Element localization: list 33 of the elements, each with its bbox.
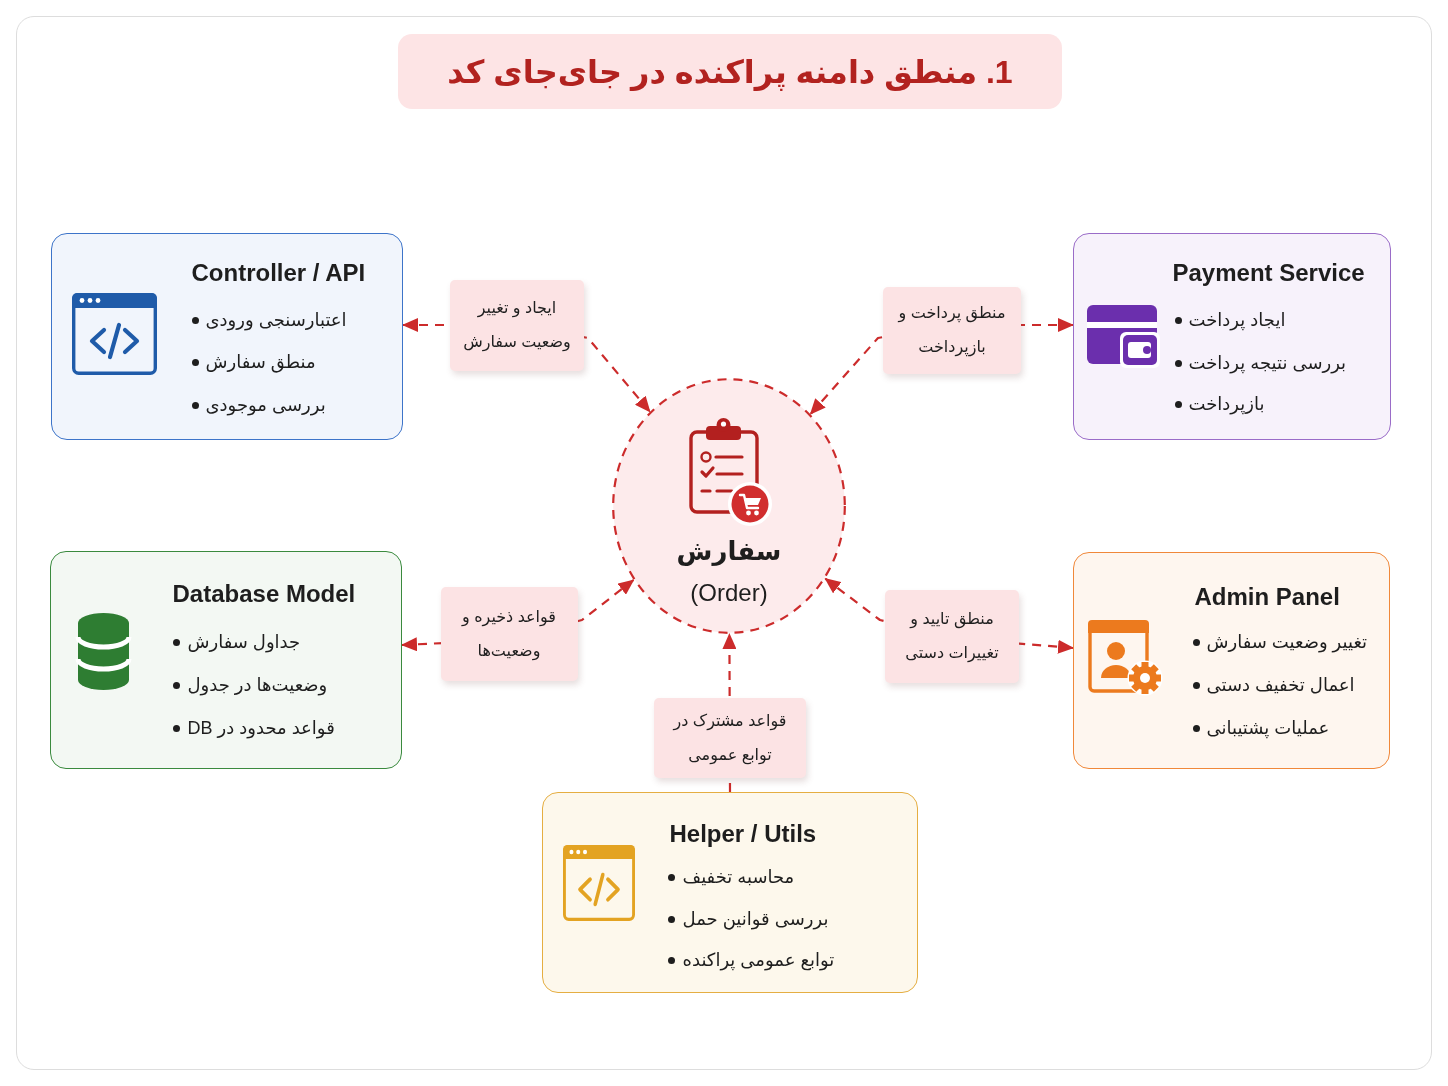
edge-label: منطق پرداخت و بازپرداخت [883,286,1021,374]
list-item: بررسی موجودی [205,393,326,418]
list-item: ایجاد پرداخت [1188,308,1286,333]
list-item: اعتبارسنجی ورودی [205,308,347,333]
list-item: محاسبه تخفیف [682,865,795,889]
box-heading: Controller / API [191,257,366,288]
list-item: منطق سفارش [205,350,316,375]
rounded-box [51,233,403,440]
list-item: اعمال تخفیف دستی [1206,673,1355,697]
circle-subtitle: (Order) [689,578,769,608]
list-item: وضعیت‌ها در جدول [187,673,328,698]
circle-title: سفارش [675,535,783,568]
rounded-box [542,792,918,993]
edge-label: ایجاد و تغییر وضعیت سفارش [450,279,584,371]
list-item: بررسی نتیجه پرداخت [1188,351,1347,376]
list-item: تغییر وضعیت سفارش [1206,630,1368,655]
rounded-box [1073,552,1390,769]
list-item: قواعد محدود در DB [187,716,335,741]
box-heading: Admin Panel [1194,581,1340,612]
box-heading: Helper / Utils [669,818,817,849]
list-item: عملیات پشتیبانی [1206,716,1330,741]
rounded-box [1073,233,1391,440]
edge-label: قواعد ذخیره و وضعیت‌ها [440,587,578,681]
box-heading: Database Model [172,578,356,609]
title-banner: 1. منطق دامنه پراکنده در جای‌جای کد [398,34,1062,109]
list-item: بازپرداخت [1188,392,1265,417]
box-heading: Payment Service [1172,257,1365,288]
list-item: توابع عمومی پراکنده [682,948,835,973]
edge-label: منطق تایید و تغییرات دستی [885,589,1019,683]
list-item: جداول سفارش [187,630,301,655]
edge-label: قواعد مشترک در توابع عمومی [654,698,806,778]
list-item: بررسی قوانین حمل [682,907,829,932]
rounded-box [50,551,402,769]
